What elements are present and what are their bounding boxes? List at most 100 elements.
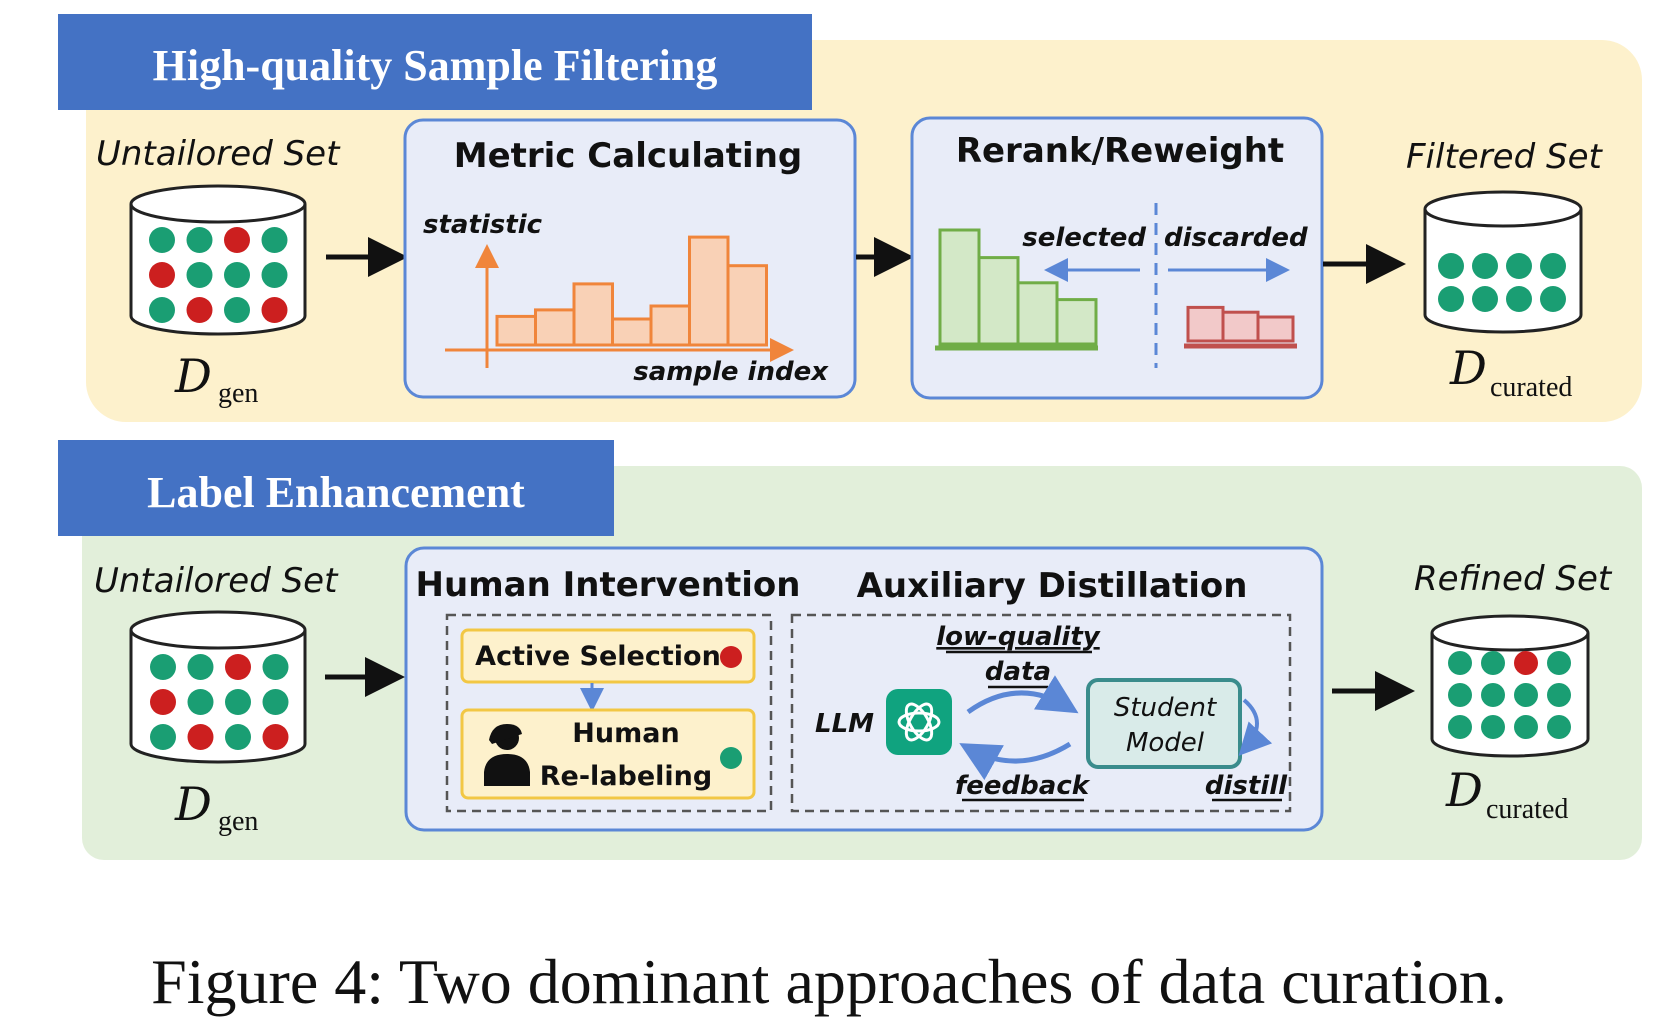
- data-dot: [187, 689, 214, 715]
- dcurated-symbol-2: D curated: [1445, 763, 1568, 825]
- histogram-bar: [726, 264, 768, 347]
- dcurated-main-2: D: [1445, 763, 1483, 817]
- histogram-bar: [572, 282, 614, 347]
- data-dot: [1448, 683, 1472, 707]
- data-dot: [1506, 286, 1532, 312]
- data-dot: [186, 262, 213, 288]
- data-dot: [1472, 286, 1498, 312]
- data-dot: [1481, 683, 1505, 707]
- dcurated-main: D: [1449, 341, 1487, 395]
- data-dot: [262, 654, 289, 680]
- y-axis-label: statistic: [423, 210, 543, 240]
- refined-set-label: Refined Set: [1414, 559, 1613, 599]
- data-dot: [1514, 683, 1538, 707]
- human-intervention-area: [445, 613, 773, 813]
- discarded-label: discarded: [1164, 223, 1308, 253]
- histogram-bar: [1016, 281, 1059, 346]
- data-dot: [1547, 683, 1571, 707]
- data-dot: [261, 262, 288, 288]
- student-model-line1: Student: [1114, 693, 1217, 723]
- filtering-banner: [58, 14, 812, 110]
- histogram-bar: [534, 308, 576, 347]
- human-intervention-title: Human Intervention: [416, 565, 801, 605]
- data-dot: [186, 227, 213, 253]
- data-dot: [261, 227, 288, 253]
- histogram-bar: [977, 256, 1020, 346]
- histogram-bar: [688, 235, 730, 347]
- histogram-bar: [1186, 305, 1225, 343]
- metric-calculating-title: Metric Calculating: [454, 136, 803, 176]
- data-dot: [149, 227, 175, 253]
- data-dot: [1438, 286, 1464, 312]
- data-dot: [224, 262, 250, 288]
- data-dot: [1547, 651, 1571, 675]
- feedback-label: feedback: [955, 771, 1091, 801]
- human-relabeling-line1: Human: [572, 718, 679, 749]
- distill-loop-arrow: [1238, 698, 1273, 756]
- x-axis-label: sample index: [633, 357, 829, 387]
- figure-caption: Figure 4: Two dominant approaches of dat…: [151, 946, 1507, 1017]
- untailored-set-cylinder-icon: [129, 184, 307, 336]
- dgen-sub: gen: [218, 378, 258, 409]
- student-to-llm-arrow: [959, 741, 1072, 781]
- rerank-reweight-title: Rerank/Reweight: [956, 131, 1284, 171]
- data-dot: [1540, 286, 1566, 312]
- histogram-bar: [495, 314, 537, 347]
- label-enhancement-banner-title: Label Enhancement: [147, 468, 525, 517]
- data-dot: [1438, 253, 1464, 279]
- histogram-bar: [1221, 310, 1260, 343]
- data-dot: [1506, 253, 1532, 279]
- data-dot: [150, 654, 176, 680]
- data-dot: [262, 724, 289, 750]
- active-selection-dot: [720, 646, 742, 668]
- low-quality-line1: low-quality: [936, 622, 1101, 652]
- filtered-set-label: Filtered Set: [1406, 137, 1603, 177]
- metric-bars: [495, 235, 768, 347]
- filtering-banner-title: High-quality Sample Filtering: [153, 41, 718, 90]
- data-dot: [224, 297, 250, 323]
- data-dot: [1448, 715, 1472, 739]
- data-dot: [149, 262, 175, 288]
- human-relabeling-box: [460, 708, 756, 800]
- untailored-set-label-2: Untailored Set: [94, 561, 339, 601]
- data-dot: [150, 689, 176, 715]
- histogram-bar: [649, 304, 691, 347]
- dgen-symbol: D gen: [174, 349, 258, 409]
- data-dot: [1481, 651, 1505, 675]
- dcurated-symbol: D curated: [1449, 341, 1572, 403]
- data-dot: [1547, 715, 1571, 739]
- label-enhancement-banner: [58, 440, 614, 536]
- human-relabeling-line2: Re-labeling: [540, 761, 712, 792]
- data-dot: [187, 654, 214, 680]
- low-quality-line2: data: [985, 657, 1051, 687]
- untailored-set-cylinder-icon-2: [129, 610, 307, 764]
- data-dot: [149, 297, 175, 323]
- selected-label: selected: [1022, 223, 1146, 253]
- discarded-bars: [1186, 305, 1295, 343]
- histogram-bar: [1055, 298, 1098, 346]
- untailored-set-label: Untailored Set: [96, 134, 341, 174]
- data-dot: [187, 724, 214, 750]
- data-dot: [1448, 651, 1472, 675]
- histogram-bar: [938, 228, 981, 346]
- llm-to-student-arrow: [966, 675, 1079, 715]
- llm-logo-icon: [886, 689, 952, 755]
- dgen-symbol-2: D gen: [174, 777, 258, 837]
- dgen-main: D: [174, 349, 212, 403]
- histogram-bar: [611, 317, 653, 347]
- auxiliary-distillation-area: [790, 613, 1292, 813]
- auxiliary-distillation-title: Auxiliary Distillation: [857, 566, 1248, 606]
- dcurated-sub-2: curated: [1486, 794, 1568, 825]
- llm-label: LLM: [815, 709, 874, 739]
- refined-set-cylinder-icon: [1430, 614, 1590, 758]
- person-icon: [484, 724, 530, 786]
- filtered-set-cylinder-icon: [1423, 190, 1583, 334]
- data-dot: [225, 689, 251, 715]
- data-dot: [225, 724, 251, 750]
- student-model-line2: Model: [1126, 728, 1205, 758]
- human-relabeling-dot: [720, 747, 742, 769]
- active-selection-label: Active Selection: [475, 641, 721, 672]
- active-selection-box: [460, 628, 756, 684]
- data-dot: [261, 297, 288, 323]
- dgen-sub-2: gen: [218, 806, 258, 837]
